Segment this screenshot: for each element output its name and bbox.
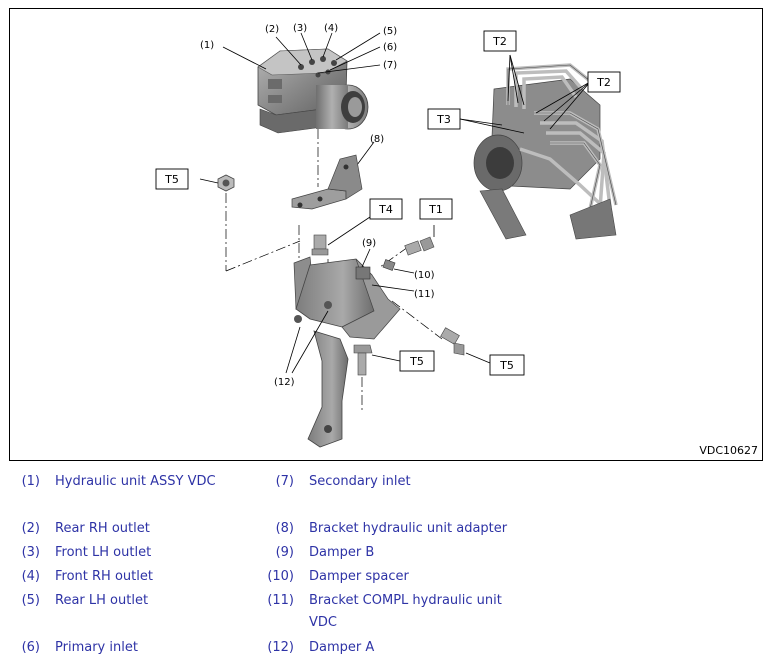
legend-label: Hydraulic unit ASSY VDC [55,474,216,489]
svg-text:T3: T3 [436,113,451,126]
legend-label: Front RH outlet [55,569,153,584]
legend-number: (3) [21,545,40,560]
legend-label: Bracket COMPL hydraulic unit [309,593,502,608]
callout-4: (4) [324,23,338,34]
figure-code: VDC10627 [699,444,758,457]
callout-6: (6) [383,42,397,53]
legend-number: (5) [21,593,40,608]
inset-pipe-detail [473,63,618,240]
callout-1: (1) [200,40,214,51]
legend-label: Damper A [309,640,375,655]
inset-leaders [459,54,591,134]
callout-5: (5) [383,26,397,37]
legend-number: (9) [275,545,294,560]
callout-8: (8) [370,134,384,145]
callout-10: (10) [414,270,435,281]
svg-text:T5: T5 [164,173,179,186]
bracket-compl [293,256,401,448]
legend-label: Secondary inlet [309,474,411,489]
bolt-t1 [404,236,435,256]
legend-number: (6) [21,640,40,655]
legend-number: (8) [275,521,294,536]
legend-label: Damper spacer [309,569,409,584]
svg-text:T2: T2 [492,35,507,48]
svg-text:T2: T2 [596,76,611,89]
bracket-adapter [291,154,363,210]
callout-leaders-top [222,32,381,170]
legend-number: (11) [267,593,294,608]
legend-label: Damper B [309,545,375,560]
legend-number: (12) [267,640,294,655]
legend-number: (4) [21,569,40,584]
legend-label: VDC [309,615,337,630]
damper-b [355,266,371,280]
bolt-t4 [311,234,329,256]
svg-text:T5: T5 [499,359,514,372]
torque-box-t2-top: T2 [483,30,517,52]
callout-9: (9) [362,238,376,249]
callout-2: (2) [265,24,279,35]
callout-12: (12) [274,377,295,388]
torque-box-t5-left: T5 [155,168,189,190]
legend-number: (7) [275,474,294,489]
legend-number: (10) [267,569,294,584]
legend-label: Bracket hydraulic unit adapter [309,521,508,536]
svg-text:T1: T1 [428,203,443,216]
callout-3: (3) [293,23,307,34]
legend-label: Front LH outlet [55,545,152,560]
bolt-t5-right [440,327,465,356]
svg-text:T4: T4 [378,203,393,216]
torque-box-t5-mid: T5 [399,350,435,372]
callout-7: (7) [383,60,397,71]
torque-box-t3: T3 [427,108,461,130]
legend-number: (1) [21,474,40,489]
legend-number: (2) [21,521,40,536]
torque-box-t5-right: T5 [489,354,525,376]
nut-t5-left [217,174,235,192]
legend-label: Primary inlet [55,640,138,655]
bolt-t5-bottom [353,344,373,376]
torque-box-t4: T4 [369,198,403,220]
svg-text:T5: T5 [409,355,424,368]
callout-11: (11) [414,289,435,300]
legend-label: Rear RH outlet [55,521,150,536]
torque-box-t1: T1 [419,198,453,220]
legend-label: Rear LH outlet [55,593,149,608]
torque-box-t2-right: T2 [587,71,621,93]
damper-spacer [382,259,396,271]
hydraulic-unit-assy [257,48,369,134]
diagram-canvas: (1) (2) (3) (4) (5) (6) (7) (8) [155,23,621,448]
exploded-view-diagram: (1) (2) (3) (4) (5) (6) (7) (8) [9,8,763,461]
